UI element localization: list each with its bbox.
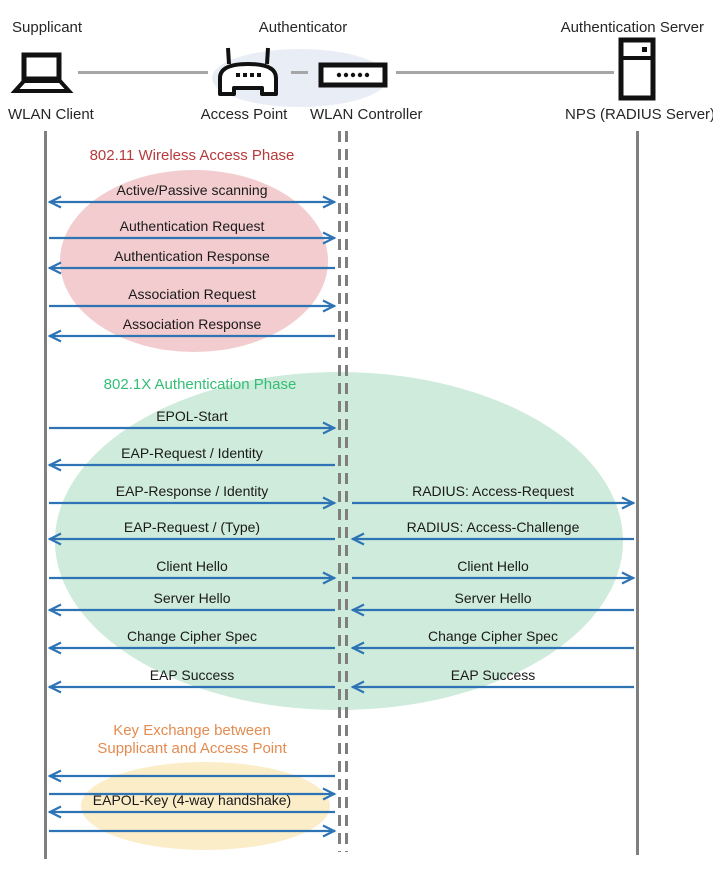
access-point-icon <box>218 47 278 96</box>
arrow-left <box>350 532 634 546</box>
arrow-left <box>47 532 335 546</box>
laptop-icon <box>10 52 74 93</box>
arrow-left <box>47 329 335 343</box>
device-access-point: Access Point <box>200 106 288 123</box>
message-label: Change Cipher Spec <box>428 628 558 644</box>
message-label: Client Hello <box>457 558 529 574</box>
arrow-both <box>47 195 337 209</box>
arrow-left <box>47 769 335 783</box>
lifeline-controller-left <box>338 131 341 852</box>
arrow-left <box>350 641 634 655</box>
message-label: EAP-Request / Identity <box>121 445 263 461</box>
arrow-right <box>49 496 337 510</box>
arrow-left <box>350 603 634 617</box>
arrow-right <box>49 571 337 585</box>
link-controller-server <box>396 71 614 74</box>
message-label: Active/Passive scanning <box>116 182 268 198</box>
wlan-controller-icon <box>318 62 388 88</box>
message-label: EAPOL-Key (4-way handshake) <box>92 792 292 808</box>
role-supplicant: Supplicant <box>12 19 83 36</box>
arrow-left <box>47 805 335 819</box>
lifeline-radius-server <box>636 131 639 855</box>
arrow-right <box>352 571 636 585</box>
message-label: RADIUS: Access-Request <box>412 483 574 499</box>
message-label: Association Request <box>128 286 256 302</box>
message-label: Server Hello <box>454 590 532 606</box>
phase-1-title: 802.11 Wireless Access Phase <box>89 147 295 164</box>
phase-3-title-line1: Key Exchange between <box>113 722 271 739</box>
arrow-right <box>49 421 337 435</box>
message-label: EAP Success <box>450 667 536 683</box>
message-label: EAP-Request / (Type) <box>123 519 261 535</box>
arrow-right <box>49 787 337 801</box>
arrow-right <box>49 231 337 245</box>
arrow-left <box>47 641 335 655</box>
device-wlan-controller: WLAN Controller <box>310 106 423 123</box>
message-label: EAP-Response / Identity <box>115 483 269 499</box>
role-authenticator: Authenticator <box>258 19 348 36</box>
arrow-right <box>49 299 337 313</box>
phase-3-title-line2: Supplicant and Access Point <box>97 740 287 757</box>
message-label: EAP Success <box>149 667 235 683</box>
arrow-left <box>47 603 335 617</box>
phase-2-title: 802.1X Authentication Phase <box>103 376 297 393</box>
lifeline-controller-right <box>345 131 348 852</box>
role-authentication-server: Authentication Server <box>560 19 704 36</box>
link-ap-controller <box>291 71 308 74</box>
message-label: Server Hello <box>153 590 231 606</box>
arrow-left <box>350 680 634 694</box>
message-label: Client Hello <box>156 558 228 574</box>
message-label: EPOL-Start <box>156 408 228 424</box>
lifeline-wlan-client <box>44 131 47 859</box>
arrow-left <box>47 261 335 275</box>
device-wlan-client: WLAN Client <box>8 106 94 123</box>
phase-1-ellipse <box>60 170 328 352</box>
arrow-right <box>49 824 337 838</box>
message-label: Authentication Request <box>119 218 265 234</box>
message-label: Authentication Response <box>114 248 270 264</box>
message-label: RADIUS: Access-Challenge <box>406 519 580 535</box>
server-icon <box>618 37 656 101</box>
device-nps-server: NPS (RADIUS Server) <box>565 106 713 123</box>
message-label: Change Cipher Spec <box>127 628 257 644</box>
arrow-left <box>47 680 335 694</box>
arrow-left <box>47 458 335 472</box>
link-client-ap <box>78 71 208 74</box>
message-label: Association Response <box>122 316 262 332</box>
arrow-right <box>352 496 636 510</box>
